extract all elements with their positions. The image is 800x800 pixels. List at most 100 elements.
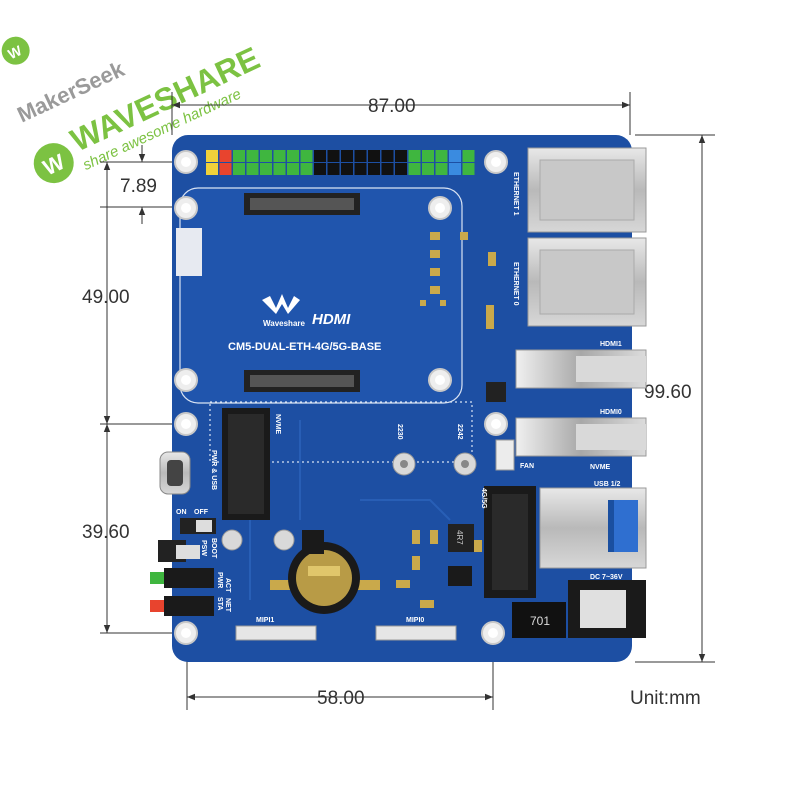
gpio-pin	[300, 150, 313, 162]
gpio-pin	[219, 150, 232, 162]
gpio-pin	[408, 163, 421, 175]
waveshare-watermark-icon	[33, 143, 74, 184]
board-logo-text: Waveshare	[263, 319, 306, 328]
m2-slot-outline	[209, 401, 473, 463]
gpio-pin	[354, 150, 367, 162]
psw-label: PSW	[200, 540, 207, 556]
gpio-pin	[233, 163, 245, 175]
gpio-pin	[206, 163, 218, 175]
gpio-pin	[287, 150, 299, 162]
gpio-pin	[395, 150, 407, 162]
gpio-pin	[408, 150, 421, 162]
gpio-pin	[341, 163, 353, 175]
unit-label: Unit:mm	[630, 688, 701, 709]
gpio-pin	[327, 163, 340, 175]
dim-lower-span: 39.60	[82, 522, 130, 543]
gpio-pin	[462, 163, 475, 175]
gpio-pin	[260, 150, 272, 162]
gpio-pin	[395, 163, 407, 175]
dim-upper-span: 49.00	[82, 287, 130, 308]
label-sticker	[176, 228, 202, 276]
ethernet1-label: ETHERNET 1	[512, 172, 519, 216]
boot-label: BOOT	[210, 538, 217, 559]
usb-port	[539, 487, 647, 569]
gpio-pin	[260, 163, 272, 175]
fan-connector	[495, 439, 515, 471]
net-label: NET	[224, 598, 231, 613]
gpio-pin	[233, 150, 245, 162]
act-label: ACT	[224, 578, 231, 593]
m2-standoffs	[221, 452, 477, 551]
nvme-label: NVME	[274, 414, 281, 435]
gpio-pin	[341, 150, 353, 162]
dim-height-total: 99.60	[644, 382, 692, 403]
gpio-pin	[422, 150, 434, 162]
hdmi-logo: HDMI	[312, 311, 351, 328]
mipi1-label: MIPI1	[256, 617, 274, 624]
hdmi0-label: HDMI0	[600, 409, 622, 416]
waveshare-logo-icon	[262, 294, 300, 314]
nvme-usb-label-bottom: USB 1/2	[594, 481, 621, 488]
gpio-pin	[206, 150, 218, 162]
gpio-pin	[435, 150, 448, 162]
mipi1-connector	[235, 625, 317, 641]
dc-label: DC 7~36V	[590, 574, 623, 581]
regulator-chip	[448, 566, 472, 586]
status-leds	[150, 568, 214, 616]
inductor-4r7-label: 4R7	[455, 530, 464, 545]
sta-label: STA	[216, 597, 223, 610]
pwr-usb-label: PWR & USB	[210, 450, 217, 490]
gpio-pin	[422, 163, 434, 175]
rtc-battery-holder	[270, 542, 380, 614]
fan-label: FAN	[520, 463, 534, 470]
m2-2230-label: 2230	[396, 424, 403, 440]
gpio-pin	[462, 150, 475, 162]
dim-top-offset: 7.89	[120, 176, 157, 197]
inductor-701-label: 701	[530, 614, 550, 628]
gpio-pin	[354, 163, 367, 175]
gpio-pin	[449, 150, 461, 162]
ethernet-ports	[527, 147, 647, 327]
jumper-header	[486, 382, 506, 402]
gpio-pin	[273, 150, 286, 162]
pwr-led-label: PWR	[216, 572, 223, 588]
switch-off-label: OFF	[194, 509, 209, 516]
pcb-board: Waveshare HDMI CM5-DUAL-ETH-4G/5G-BASE E…	[150, 135, 647, 662]
maker-logo-icon	[1, 36, 30, 65]
small-ic	[302, 530, 324, 554]
gpio-pin	[314, 163, 326, 175]
gpio-header	[206, 150, 475, 175]
board-model-label: CM5-DUAL-ETH-4G/5G-BASE	[228, 341, 381, 353]
cellular-label: 4G/5G	[480, 488, 487, 509]
gpio-pin	[246, 150, 259, 162]
gpio-pin	[287, 163, 299, 175]
gpio-pin	[314, 150, 326, 162]
cm5-module-outline	[179, 187, 463, 404]
dim-hole-spacing: 58.00	[317, 688, 365, 709]
hdmi1-label: HDMI1	[600, 341, 622, 348]
nvme-usb-label-top: NVME	[590, 464, 611, 471]
gpio-pin	[327, 150, 340, 162]
smd-pads	[420, 232, 496, 329]
gpio-pin	[449, 163, 461, 175]
ethernet0-label: ETHERNET 0	[512, 262, 519, 306]
gpio-pin	[368, 163, 380, 175]
mipi0-connector	[375, 625, 457, 641]
inductor-701	[512, 602, 566, 638]
gpio-pin	[368, 150, 380, 162]
dim-width-total: 87.00	[368, 96, 416, 117]
inductor-4r7	[448, 524, 474, 552]
m2-2242-label: 2242	[456, 424, 463, 440]
switch-on-label: ON	[176, 509, 187, 516]
gpio-pin	[381, 150, 394, 162]
gpio-pin	[435, 163, 448, 175]
dimension-lines	[100, 92, 715, 710]
gpio-pin	[273, 163, 286, 175]
gpio-pin	[219, 163, 232, 175]
gpio-pin	[300, 163, 313, 175]
hdmi-ports	[515, 349, 647, 457]
gpio-pin	[381, 163, 394, 175]
mounting-holes	[174, 150, 508, 645]
mipi0-label: MIPI0	[406, 617, 424, 624]
